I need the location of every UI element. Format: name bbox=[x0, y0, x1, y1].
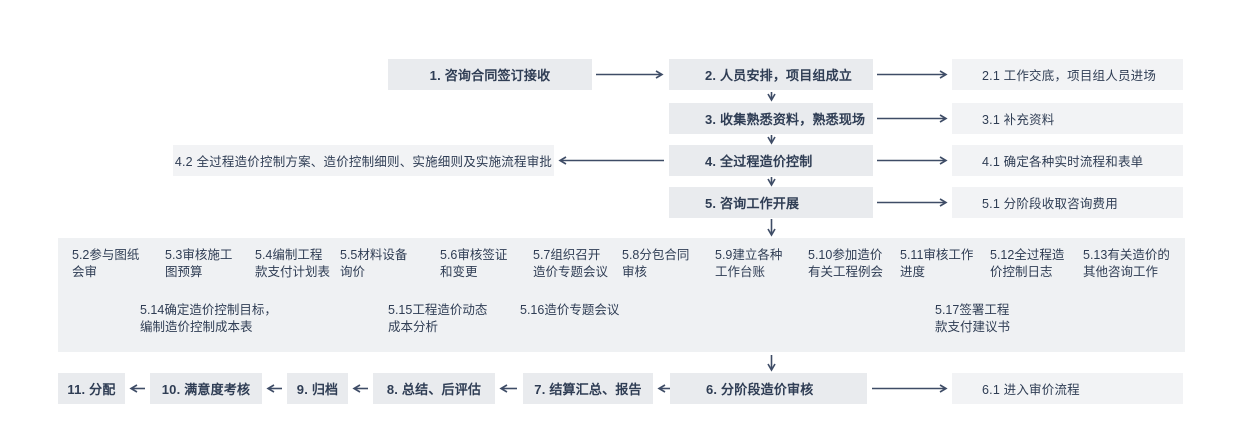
node-6-phase-cost-review: 6. 分阶段造价审核 bbox=[670, 373, 867, 404]
node-5-consulting-work: 5. 咨询工作开展 bbox=[669, 187, 873, 218]
band-item-5-11: 5.11审核工作 进度 bbox=[900, 248, 974, 279]
node-4-2-control-plan-approval: 4.2 全过程造价控制方案、造价控制细则、实施细则及实施流程审批 bbox=[173, 145, 554, 176]
band-item-5-9: 5.9建立各种 工作台账 bbox=[715, 248, 783, 279]
sub-item-5-17: 5.17签署工程 款支付建议书 bbox=[935, 303, 1011, 334]
node-3-collect-materials: 3. 收集熟悉资料，熟悉现场 bbox=[669, 103, 873, 134]
node-8-summary-evaluation: 8. 总结、后评估 bbox=[373, 373, 495, 404]
band-item-5-5: 5.5材料设备 询价 bbox=[340, 248, 408, 279]
band-item-5-7: 5.7组织召开 造价专题会议 bbox=[533, 248, 609, 279]
band-item-5-2: 5.2参与图纸 会审 bbox=[72, 248, 140, 279]
sub-item-5-15: 5.15工程造价动态 成本分析 bbox=[388, 303, 488, 334]
band-item-5-10: 5.10参加造价 有关工程例会 bbox=[808, 248, 884, 279]
node-3-1-supplement-materials: 3.1 补充资料 bbox=[952, 103, 1183, 134]
band-item-5-12: 5.12全过程造 价控制日志 bbox=[990, 248, 1065, 279]
node-1-contract-signing: 1. 咨询合同签订接收 bbox=[388, 59, 592, 90]
node-11-distribution: 11. 分配 bbox=[58, 373, 125, 404]
node-2-staffing: 2. 人员安排，项目组成立 bbox=[669, 59, 873, 90]
band-item-5-13: 5.13有关造价的 其他咨询工作 bbox=[1083, 248, 1170, 279]
node-6-1-enter-review-process: 6.1 进入审价流程 bbox=[952, 373, 1183, 404]
band-item-5-6: 5.6审核签证 和变更 bbox=[440, 248, 508, 279]
node-4-1-confirm-processes: 4.1 确定各种实时流程和表单 bbox=[952, 145, 1183, 176]
node-9-archive: 9. 归档 bbox=[287, 373, 348, 404]
phase-5-band bbox=[58, 238, 1185, 352]
node-10-satisfaction-assessment: 10. 满意度考核 bbox=[150, 373, 262, 404]
band-item-5-3: 5.3审核施工 图预算 bbox=[165, 248, 233, 279]
node-2-1-work-handover: 2.1 工作交底，项目组人员进场 bbox=[952, 59, 1183, 90]
band-item-5-4: 5.4编制工程 款支付计划表 bbox=[255, 248, 331, 279]
node-7-settlement-report: 7. 结算汇总、报告 bbox=[523, 373, 653, 404]
sub-item-5-14: 5.14确定造价控制目标， 编制造价控制成本表 bbox=[140, 303, 277, 334]
band-item-5-8: 5.8分包合同 审核 bbox=[622, 248, 690, 279]
node-5-1-collect-fees: 5.1 分阶段收取咨询费用 bbox=[952, 187, 1183, 218]
sub-item-5-16: 5.16造价专题会议 bbox=[520, 303, 620, 317]
node-4-cost-control: 4. 全过程造价控制 bbox=[669, 145, 873, 176]
